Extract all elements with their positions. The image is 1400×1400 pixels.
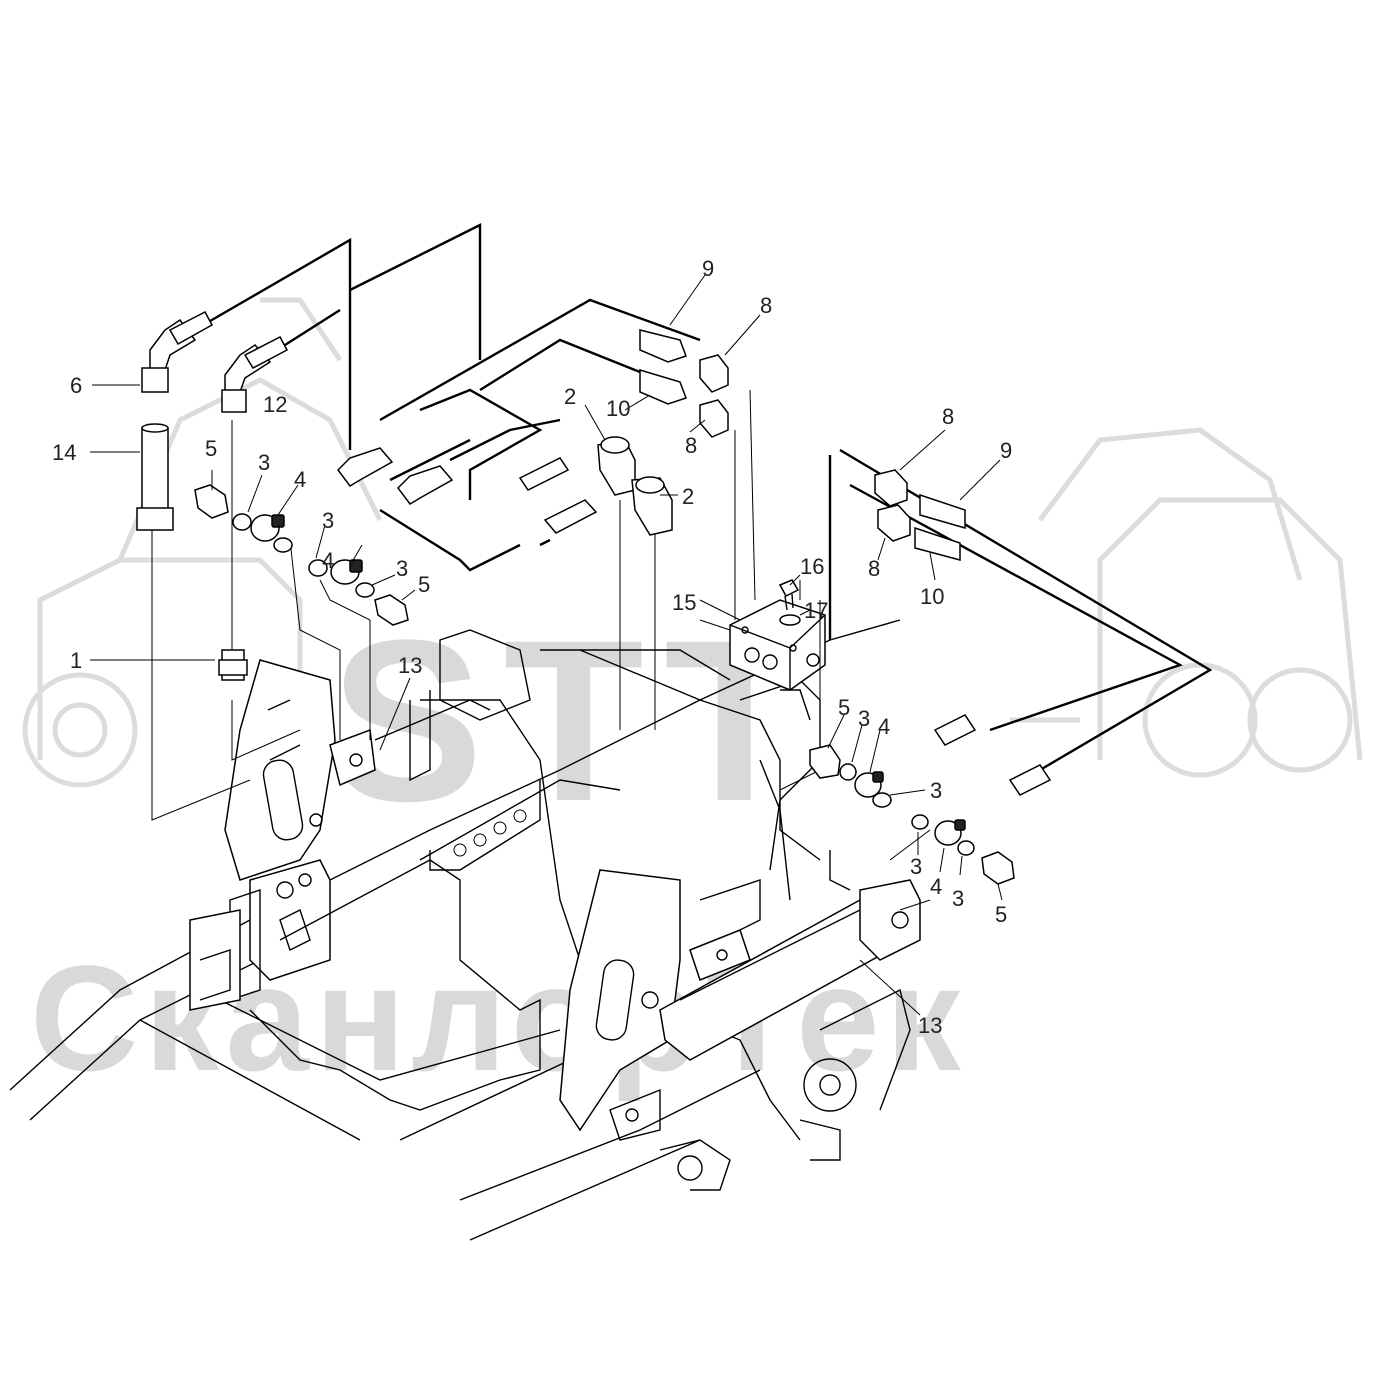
callout-4: 4 xyxy=(930,874,942,899)
hose-ends-upper xyxy=(337,329,687,534)
callout-9: 9 xyxy=(702,256,714,281)
callout-5: 5 xyxy=(995,902,1007,927)
callout-15: 15 xyxy=(672,590,696,615)
elbow-fittings xyxy=(597,436,673,536)
callout-13: 13 xyxy=(398,653,422,678)
callout-16: 16 xyxy=(800,554,824,579)
callout-5: 5 xyxy=(205,436,217,461)
callout-17: 17 xyxy=(804,598,828,623)
callout-3: 3 xyxy=(858,706,870,731)
callout-12: 12 xyxy=(263,392,287,417)
callout-5: 5 xyxy=(418,572,430,597)
callout-10: 10 xyxy=(606,396,630,421)
callout-4: 4 xyxy=(878,714,890,739)
callout-3: 3 xyxy=(322,508,334,533)
callout-leaders xyxy=(90,274,1003,1016)
watermark-logo: STT xyxy=(330,592,824,849)
callout-13: 13 xyxy=(918,1013,942,1038)
tee-block xyxy=(729,599,826,691)
callout-10: 10 xyxy=(920,584,944,609)
callout-3: 3 xyxy=(910,854,922,879)
leader-lines xyxy=(151,389,931,911)
callout-labels: 1 2 2 3 3 3 3 3 3 3 4 4 4 4 5 5 5 5 6 8 … xyxy=(52,256,1012,1038)
callout-3: 3 xyxy=(258,450,270,475)
callout-3: 3 xyxy=(952,886,964,911)
right-lift-arm xyxy=(559,869,681,1141)
callout-4: 4 xyxy=(322,548,334,573)
callout-3: 3 xyxy=(930,778,942,803)
callout-8: 8 xyxy=(868,556,880,581)
lift-cylinder-left xyxy=(329,699,491,787)
callout-4: 4 xyxy=(294,467,306,492)
callout-9: 9 xyxy=(1000,438,1012,463)
callout-8: 8 xyxy=(942,404,954,429)
fittings-right xyxy=(809,469,1052,885)
fittings-8-top xyxy=(699,354,729,438)
lift-cylinder-right xyxy=(659,879,921,1061)
left-valve-block xyxy=(189,859,541,1111)
callout-1: 1 xyxy=(70,648,82,673)
callout-5: 5 xyxy=(838,695,850,720)
callout-14: 14 xyxy=(52,440,76,465)
bolt-and-washer xyxy=(778,579,801,626)
callout-3: 3 xyxy=(396,556,408,581)
callout-8: 8 xyxy=(760,293,772,318)
callout-6: 6 xyxy=(70,373,82,398)
callout-8: 8 xyxy=(685,433,697,458)
left-lift-arm xyxy=(224,659,336,881)
watermark-tractor-right xyxy=(1010,427,1363,778)
callout-2: 2 xyxy=(682,484,694,509)
callout-2: 2 xyxy=(564,384,576,409)
